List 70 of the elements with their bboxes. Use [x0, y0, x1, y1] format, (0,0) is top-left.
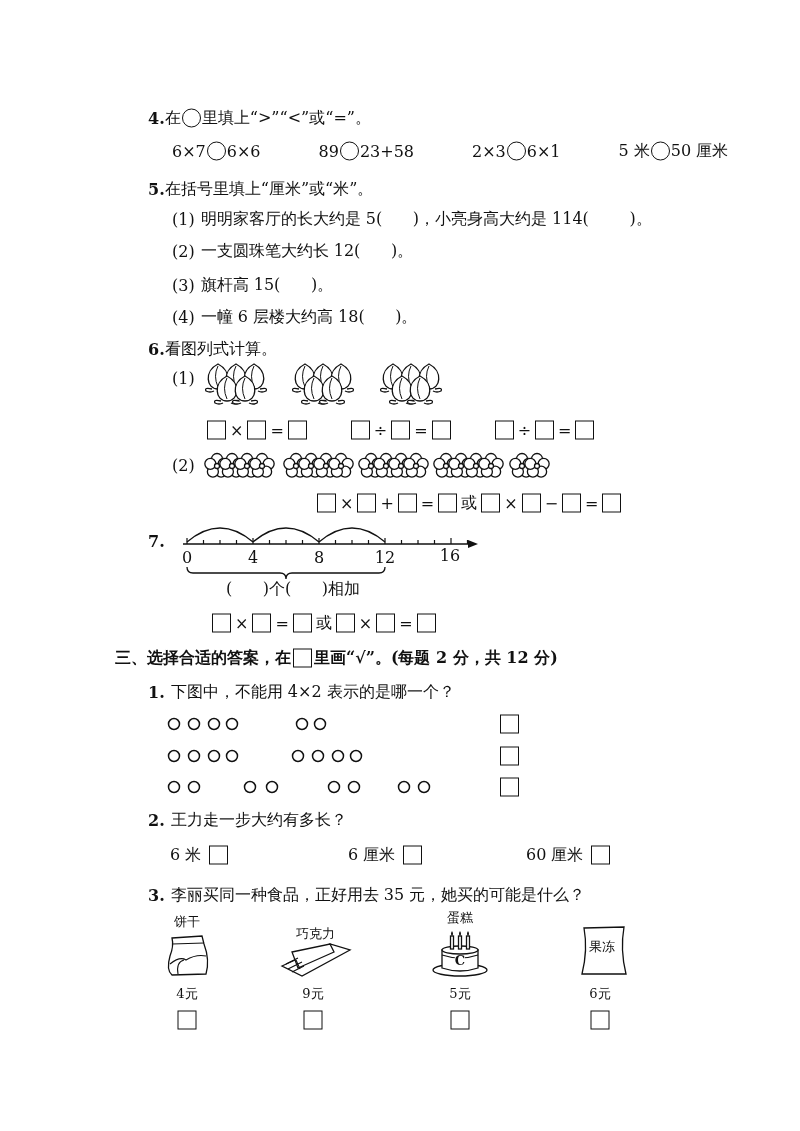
food-label: 蛋糕: [447, 909, 473, 927]
price-label: 6元: [589, 985, 611, 1003]
question-text: 在括号里填上“厘米”或“米”。: [164, 178, 374, 200]
question-text: 明明家客厅的长大约是 5( )，小亮身高大约是 114( )。: [200, 208, 652, 230]
question-text: 在: [164, 107, 181, 129]
food-label: 饼干: [174, 913, 200, 931]
section-heading: 里画“√”。(每题 2 分，共 12 分): [314, 647, 558, 669]
answer-option: 6 米: [170, 844, 202, 866]
expression: 6×1: [526, 141, 561, 161]
operator: ×: [230, 420, 244, 440]
question-text: 看图列式计算。: [164, 338, 277, 360]
tick-label: 12: [374, 547, 396, 567]
question-text: ( )个( )相加: [226, 578, 360, 600]
question-number: 3.: [148, 885, 165, 905]
expression: 6×7: [172, 141, 206, 161]
tick-label: 16: [439, 545, 461, 565]
food-label: 巧克力: [295, 925, 335, 943]
bag-label: 果冻: [589, 938, 615, 956]
answer-option: 6 厘米: [348, 844, 396, 866]
operator: ×: [504, 493, 518, 513]
expression: 6×6: [226, 141, 261, 161]
tick-label: 4: [247, 547, 259, 567]
expression: 23+58: [359, 141, 414, 161]
operator: =: [414, 420, 428, 440]
operator: ÷: [373, 420, 388, 440]
question-number: 7.: [148, 531, 165, 551]
operator: =: [420, 493, 435, 513]
operator: =: [275, 613, 289, 633]
question-number: 6.: [148, 339, 165, 359]
expression: 50 厘米: [670, 140, 729, 162]
operator: ×: [235, 613, 249, 633]
operator: −: [544, 493, 559, 513]
answer-option: 60 厘米: [526, 844, 584, 866]
tick-label: 0: [181, 547, 193, 567]
operator: ×: [358, 613, 373, 633]
tick-label: 8: [313, 547, 325, 567]
price-label: 4元: [176, 985, 198, 1003]
question-text: 旗杆高 15( )。: [200, 274, 334, 296]
operator: =: [399, 613, 413, 633]
operator: 或: [461, 492, 478, 514]
question-number: 4.: [148, 108, 165, 128]
part-number: (3): [172, 275, 195, 295]
cake-letter: C: [454, 955, 466, 967]
question-text: 一支圆珠笔大约长 12( )。: [200, 240, 414, 262]
question-number: 1.: [148, 682, 165, 702]
operator: =: [558, 420, 572, 440]
question-text: 里填上“>”“<”或“=”。: [201, 107, 371, 129]
operator: ÷: [517, 420, 532, 440]
price-label: 9元: [302, 985, 324, 1003]
operator: ×: [340, 493, 354, 513]
expression: 89: [318, 141, 339, 161]
part-number: (1): [172, 368, 195, 388]
part-number: (2): [172, 455, 195, 475]
operator: =: [270, 420, 284, 440]
question-number: 5.: [148, 179, 165, 199]
question-text: 一幢 6 层楼大约高 18( )。: [200, 306, 418, 328]
operator: +: [380, 493, 394, 513]
part-number: (2): [172, 241, 195, 261]
expression: 5 米: [618, 140, 650, 162]
price-label: 5元: [449, 985, 471, 1003]
operator: =: [585, 493, 599, 513]
part-number: (1): [172, 209, 195, 229]
question-text: 李丽买同一种食品，正好用去 35 元，她买的可能是什么？: [170, 884, 586, 906]
question-text: 王力走一步大约有多长？: [170, 809, 347, 831]
section-heading: 三、选择合适的答案，在: [115, 647, 291, 669]
expression: 2×3: [472, 141, 506, 161]
question-text: 下图中，不能用 4×2 表示的是哪一个？: [170, 681, 455, 703]
question-number: 2.: [148, 810, 165, 830]
operator: 或: [315, 612, 332, 634]
part-number: (4): [172, 307, 195, 327]
